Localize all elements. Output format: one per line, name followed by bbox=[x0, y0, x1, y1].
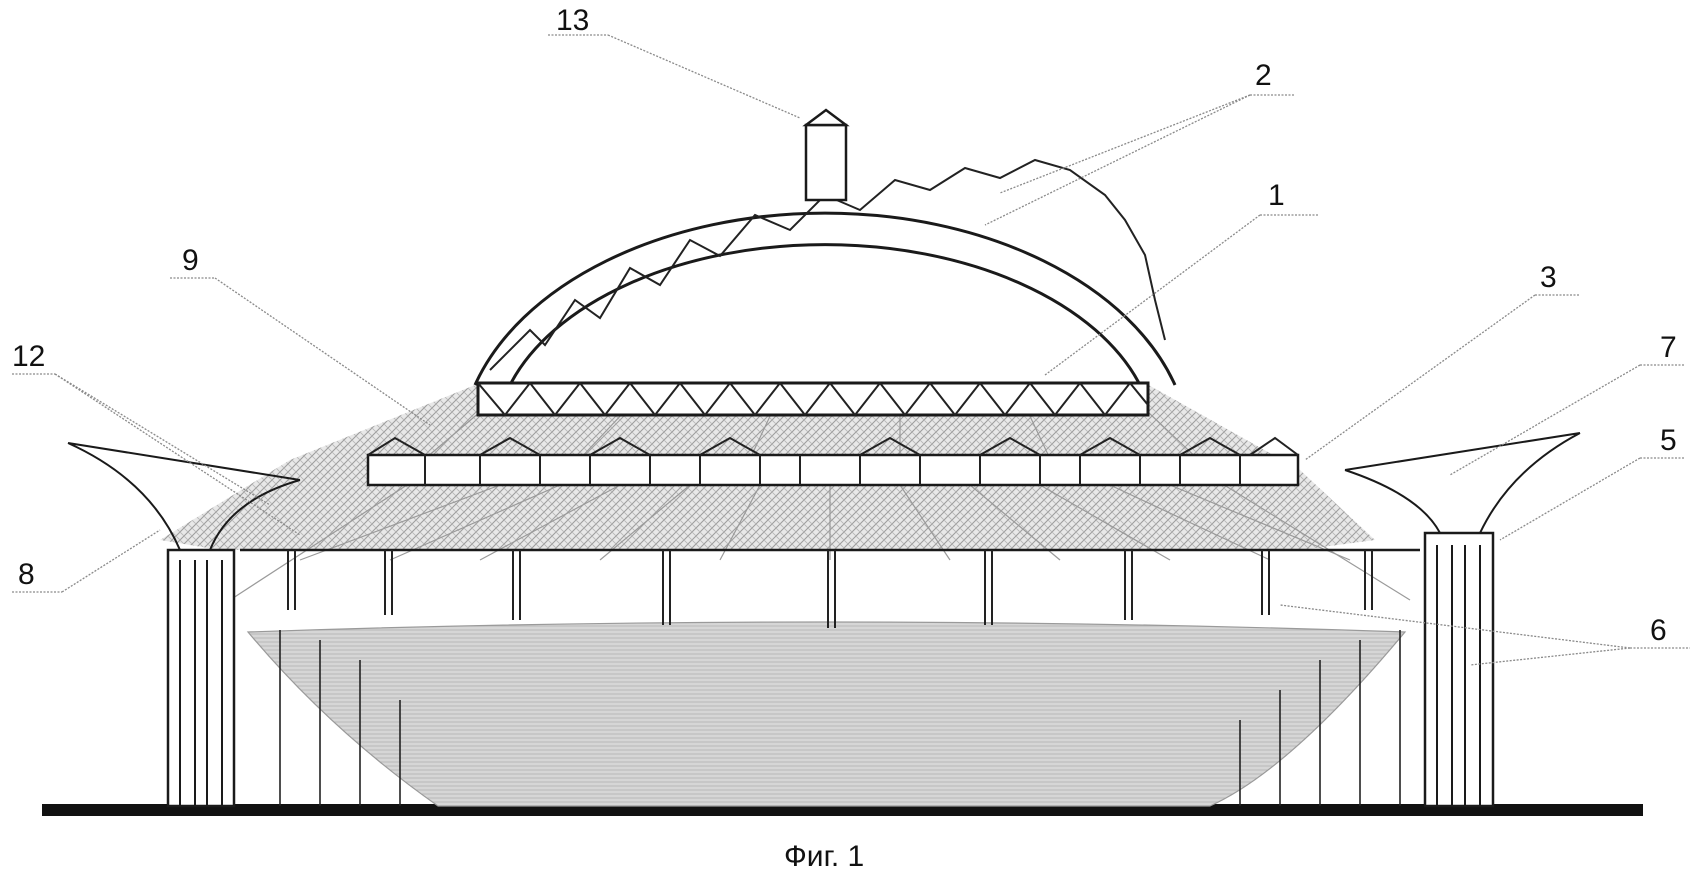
label-9: 9 bbox=[182, 244, 199, 277]
label-13: 13 bbox=[556, 4, 589, 37]
label-12: 12 bbox=[12, 340, 45, 373]
outer-posts bbox=[279, 630, 1401, 806]
label-7: 7 bbox=[1660, 331, 1677, 364]
membrane-bowl bbox=[246, 621, 1407, 807]
label-1: 1 bbox=[1268, 179, 1285, 212]
arch-truss bbox=[473, 158, 1177, 386]
label-2: 2 bbox=[1255, 59, 1272, 92]
inner-columns bbox=[287, 550, 1373, 628]
label-6: 6 bbox=[1650, 614, 1667, 647]
ground-line bbox=[42, 804, 1643, 816]
left-tower bbox=[67, 442, 301, 808]
label-5: 5 bbox=[1660, 424, 1677, 457]
lower-ring bbox=[366, 436, 1300, 487]
label-8: 8 bbox=[18, 558, 35, 591]
label-3: 3 bbox=[1540, 261, 1557, 294]
right-tower bbox=[1344, 432, 1581, 808]
leader-lines bbox=[12, 34, 1690, 666]
top-vent bbox=[802, 108, 850, 202]
horizontal-truss bbox=[476, 381, 1150, 417]
figure-caption: Фиг. 1 bbox=[784, 840, 864, 873]
